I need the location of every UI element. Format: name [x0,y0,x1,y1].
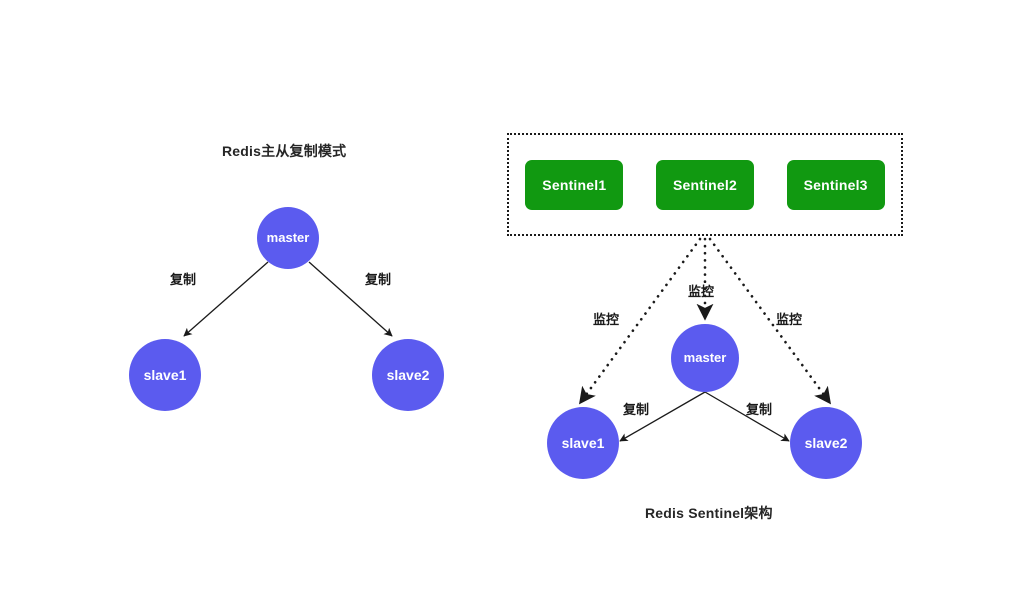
sentinel-group-box: Sentinel1 Sentinel2 Sentinel3 [507,133,903,236]
node-slave2-left[interactable]: slave2 [372,339,444,411]
node-slave1-left[interactable]: slave1 [129,339,201,411]
node-master-right[interactable]: master [671,324,739,392]
edge-label-replication-left-2: 复制 [365,272,392,287]
edge-label-monitor-left: 监控 [593,312,620,327]
edge-label-monitor-right: 监控 [776,312,803,327]
sentinel-box-2[interactable]: Sentinel2 [655,159,754,210]
sentinel-box-1[interactable]: Sentinel1 [525,159,624,210]
edge-right-master-to-slave1 [619,391,706,442]
node-slave1-right[interactable]: slave1 [547,407,619,479]
edge-label-replication-right-1: 复制 [623,402,650,417]
edge-label-replication-right-2: 复制 [746,402,773,417]
sentinel-box-3[interactable]: Sentinel3 [786,159,885,210]
edge-right-sentinel-to-slave2 [708,237,832,405]
node-slave2-right[interactable]: slave2 [790,407,862,479]
edge-label-replication-left-1: 复制 [170,272,197,287]
edge-left-master-to-slave2 [308,261,393,337]
edge-label-monitor-middle: 监控 [688,284,715,299]
left-diagram-title: Redis主从复制模式 [222,143,347,159]
edge-right-sentinel-to-slave1 [578,237,702,405]
right-diagram-title: Redis Sentinel架构 [645,505,773,521]
edge-right-master-to-slave2 [704,391,790,442]
node-master-left[interactable]: master [257,207,319,269]
edge-left-master-to-slave1 [183,261,269,337]
